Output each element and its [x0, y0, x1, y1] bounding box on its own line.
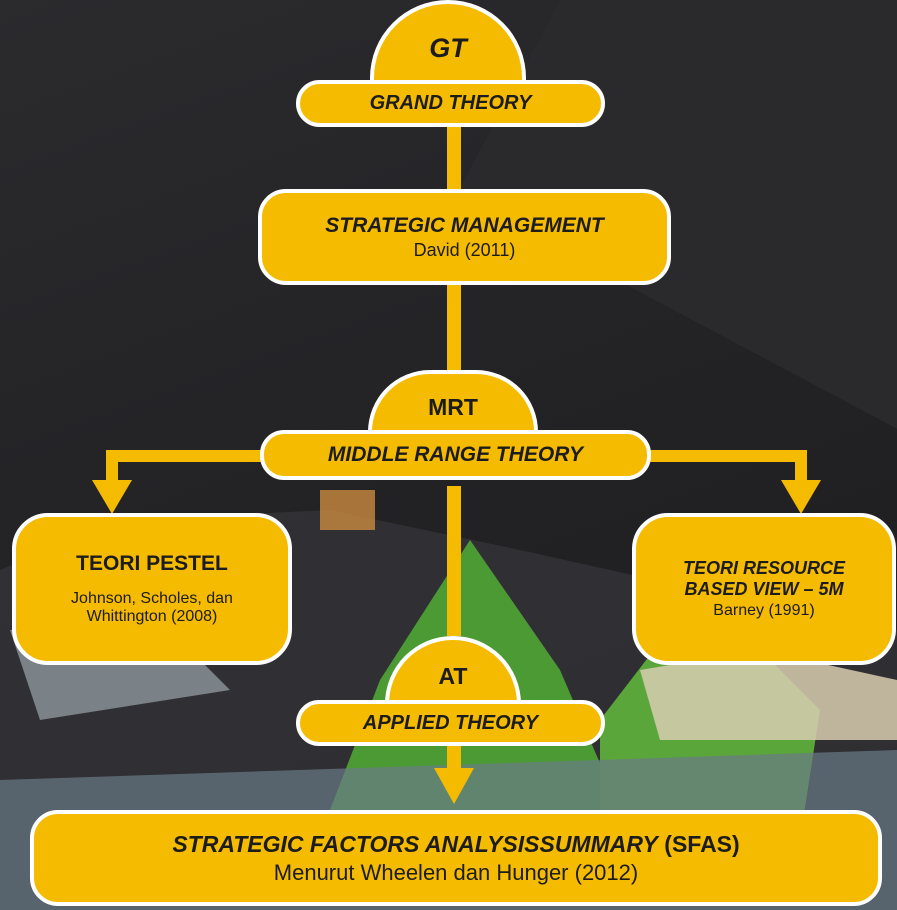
arrow-down-right-icon: [781, 480, 821, 514]
connector-mrt-right-vertical: [795, 450, 807, 488]
pestel-box: TEORI PESTEL Johnson, Scholes, dan Whitt…: [12, 513, 292, 665]
sfas-title-italic: STRATEGIC FACTORS ANALYSISSUMMARY: [172, 830, 658, 857]
connector-gt-to-strategic: [447, 125, 461, 195]
at-abbr: AT: [438, 662, 468, 689]
pestel-source-line2: Whittington (2008): [86, 608, 218, 625]
connector-mrt-to-at: [447, 486, 461, 636]
at-label: APPLIED THEORY: [362, 711, 539, 734]
gt-abbr: GT: [429, 32, 467, 63]
strategic-management-box: STRATEGIC MANAGEMENT David (2011): [258, 189, 671, 285]
sfas-title: STRATEGIC FACTORS ANALYSISSUMMARY (SFAS): [172, 831, 739, 858]
mrt-abbr: MRT: [428, 393, 478, 420]
at-label-pill: APPLIED THEORY: [296, 700, 605, 746]
strategic-management-source: David (2011): [413, 239, 516, 260]
mrt-label-pill: MIDDLE RANGE THEORY: [260, 430, 651, 480]
connector-mrt-left-horizontal: [106, 450, 276, 462]
sfas-source: Menurut Wheelen dan Hunger (2012): [273, 859, 639, 885]
mrt-label: MIDDLE RANGE THEORY: [327, 443, 584, 466]
sfas-box: STRATEGIC FACTORS ANALYSISSUMMARY (SFAS)…: [30, 810, 882, 906]
rbv-title-line1: TEORI RESOURCE: [682, 558, 846, 578]
rbv-box: TEORI RESOURCE BASED VIEW – 5M Barney (1…: [632, 513, 896, 665]
arrow-down-center-icon: [434, 768, 474, 804]
strategic-management-title: STRATEGIC MANAGEMENT: [325, 213, 604, 237]
pestel-title: TEORI PESTEL: [76, 552, 228, 575]
arrow-down-left-icon: [92, 480, 132, 514]
gt-label-pill: GRAND THEORY: [296, 80, 605, 127]
gt-label: GRAND THEORY: [369, 92, 532, 114]
connector-strategic-to-mrt: [447, 282, 461, 382]
rbv-title-line2: BASED VIEW – 5M: [684, 579, 844, 599]
sfas-title-abbr: (SFAS): [664, 830, 740, 857]
connector-mrt-right-horizontal: [640, 450, 807, 462]
connector-mrt-left-vertical: [106, 450, 118, 488]
pestel-source-line1: Johnson, Scholes, dan: [71, 590, 233, 607]
rbv-source: Barney (1991): [713, 602, 815, 619]
